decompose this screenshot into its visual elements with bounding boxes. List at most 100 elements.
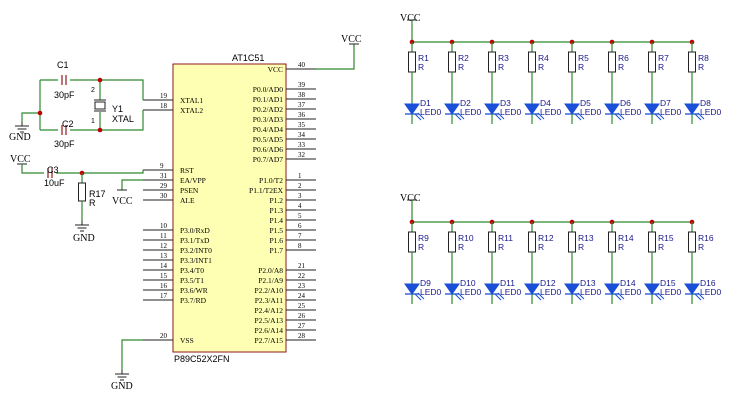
- led-arrow: [654, 293, 662, 301]
- led-ref: D9: [420, 278, 431, 288]
- pin-number: 15: [160, 272, 168, 280]
- led-arrow: [414, 113, 422, 121]
- wire-c3-rst: [56, 170, 144, 174]
- pin-label: P2.6/A14: [254, 326, 283, 335]
- led-arrow: [617, 292, 625, 300]
- resistor-value: R: [658, 62, 664, 72]
- led-arrow: [457, 292, 465, 300]
- r17-ref: R17: [89, 189, 106, 199]
- resistor-body: [568, 231, 576, 253]
- pin-number: 34: [298, 131, 306, 139]
- led-arrow: [657, 292, 665, 300]
- resistor-value: R: [418, 242, 424, 252]
- led-arrow: [654, 113, 662, 121]
- pin-label: XTAL2: [180, 106, 203, 115]
- led-arrow: [694, 113, 702, 121]
- resistor-value: R: [578, 242, 584, 252]
- resistor-value: R: [498, 242, 504, 252]
- pin-number: 37: [298, 101, 306, 109]
- led-arrow: [617, 112, 625, 120]
- pin-number: 36: [298, 111, 306, 119]
- resistor-body: [408, 51, 416, 73]
- pin-label: P3.4/T0: [180, 266, 204, 275]
- pin-number: 24: [298, 292, 306, 300]
- led-arrow: [614, 113, 622, 121]
- resistor-value: R: [578, 62, 584, 72]
- pin-label: P3.2/INT0: [180, 246, 212, 255]
- pin-number: 19: [160, 92, 168, 100]
- led-diode: [484, 103, 500, 115]
- pin-label: P0.3/AD3: [253, 115, 283, 124]
- pin-label: P1.2: [269, 196, 283, 205]
- wire-vcc-40: [316, 44, 355, 70]
- vcc-chip: VCC: [341, 34, 362, 45]
- led-diode: [684, 103, 700, 115]
- resistor-value: R: [618, 242, 624, 252]
- resistor-value: R: [698, 242, 704, 252]
- led-arrow: [457, 112, 465, 120]
- resistor-value: R: [458, 62, 464, 72]
- pin-label: P1.0/T2: [259, 176, 283, 185]
- led-arrow: [417, 292, 425, 300]
- resistor-ref: R11: [498, 233, 513, 243]
- resistor-body: [408, 231, 416, 253]
- pin-label: P1.6: [269, 236, 283, 245]
- chip-part: P89C52X2FN: [174, 354, 230, 364]
- resistor-ref: R8: [698, 53, 709, 63]
- vcc-bank-top-label: VCC: [400, 13, 421, 24]
- pin-label: P1.4: [269, 216, 283, 225]
- gnd-osc-label: GND: [9, 132, 31, 143]
- pin-number: 22: [298, 272, 306, 280]
- pin-number: 35: [298, 121, 306, 129]
- led-ref: D16: [700, 278, 716, 288]
- led-arrow: [697, 292, 705, 300]
- pin-number: 12: [160, 242, 168, 250]
- led-bank-top: VCC R1RD1LED0R2RD2LED0R3RD3LED0R4RD4LED0…: [400, 13, 722, 124]
- led-value: LED0: [620, 107, 642, 117]
- resistor-body: [568, 51, 576, 73]
- pin-label: P0.5/AD5: [253, 135, 283, 144]
- c3-value: 10uF: [44, 178, 65, 188]
- led-arrow: [577, 292, 585, 300]
- led-arrow: [694, 293, 702, 301]
- c2-ref: C2: [62, 119, 74, 129]
- pin-number: 25: [298, 302, 306, 310]
- led-arrow: [574, 293, 582, 301]
- crystal-body: [94, 101, 106, 110]
- pin-number: 23: [298, 282, 306, 290]
- resistor-body: [688, 231, 696, 253]
- led-value: LED0: [420, 107, 442, 117]
- resistor-value: R: [418, 62, 424, 72]
- led-arrow: [497, 292, 505, 300]
- led-bank-bottom: VCC R9RD9LED0R10RD10LED0R11RD11LED0R12RD…: [400, 193, 722, 304]
- pin-number: 40: [298, 61, 306, 69]
- wire-xtal1: [100, 79, 144, 100]
- resistor-ref: R5: [578, 53, 589, 63]
- pin-label: RST: [180, 166, 194, 175]
- pin-number: 3: [298, 192, 302, 200]
- led-ref: D1: [420, 98, 431, 108]
- resistor-body: [78, 182, 86, 202]
- r17-value: R: [89, 198, 96, 208]
- pin-label: P2.2/A10: [254, 286, 283, 295]
- led-arrow: [537, 292, 545, 300]
- c1-value: 30pF: [54, 90, 75, 100]
- resistor-ref: R9: [418, 233, 429, 243]
- led-value: LED0: [700, 287, 722, 297]
- pin-label: P3.3/INT1: [180, 256, 212, 265]
- resistor-ref: R14: [618, 233, 634, 243]
- y1-ref: Y1: [112, 104, 123, 114]
- y1-value: XTAL: [112, 114, 134, 124]
- wire-ea-vcc: [121, 179, 143, 190]
- led-arrow: [414, 293, 422, 301]
- led-value: LED0: [540, 287, 562, 297]
- led-diode: [444, 103, 460, 115]
- pin-label: VSS: [180, 336, 194, 345]
- y1-pin1: 1: [91, 118, 95, 125]
- wire-vss-gnd: [121, 339, 143, 370]
- gnd-reset-label: GND: [73, 233, 95, 244]
- resistor-ref: R2: [458, 53, 469, 63]
- resistor-value: R: [658, 242, 664, 252]
